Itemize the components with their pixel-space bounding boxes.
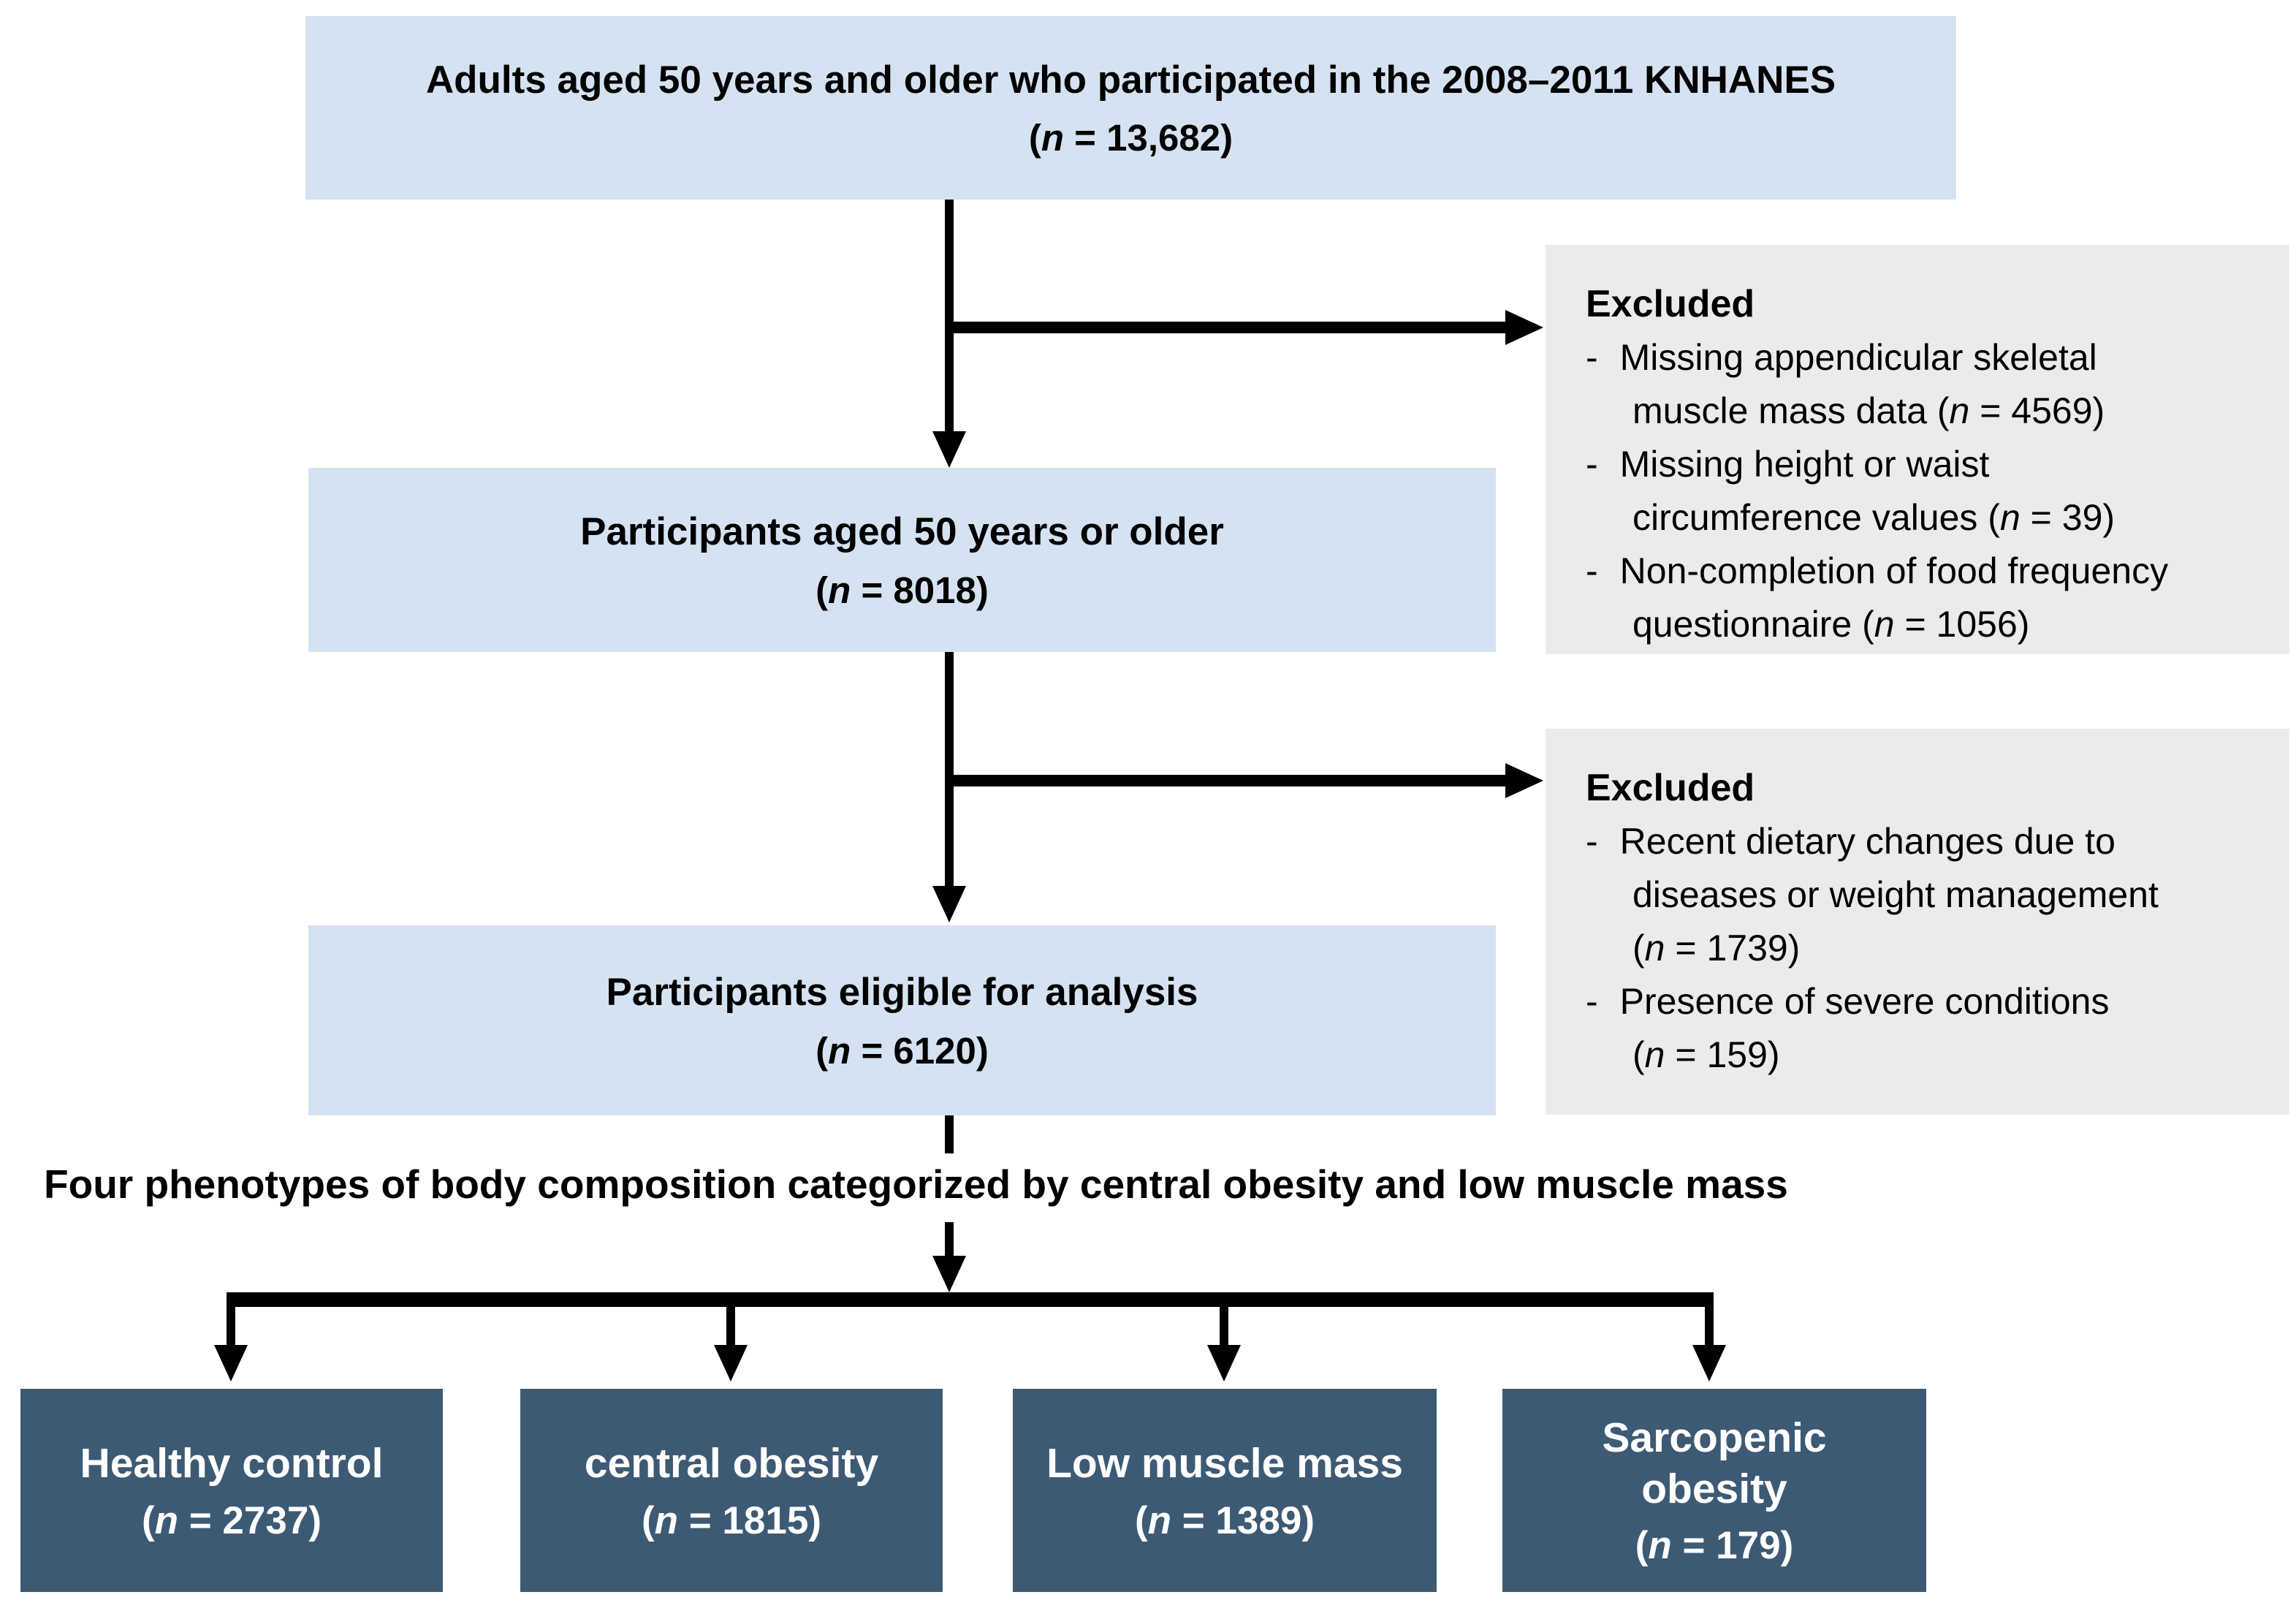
phenotype-n-count: (n = 179) bbox=[1635, 1524, 1794, 1568]
phenotype-box-low-muscle-mass: Low muscle mass (n = 1389) bbox=[1013, 1389, 1437, 1592]
arrowhead-right-icon bbox=[1505, 310, 1543, 345]
arrowhead-down-icon bbox=[214, 1345, 248, 1381]
phenotype-section-label: Four phenotypes of body composition cate… bbox=[44, 1161, 1788, 1207]
cohort-n-count: (n = 8018) bbox=[816, 569, 989, 611]
phenotype-name: Low muscle mass bbox=[1046, 1440, 1403, 1487]
connector-line bbox=[949, 322, 1507, 333]
arrowhead-down-icon bbox=[1692, 1345, 1726, 1381]
excluded-box-2: Excluded Recent dietary changes due todi… bbox=[1546, 729, 2289, 1115]
connector-line bbox=[945, 1222, 954, 1259]
connector-line bbox=[726, 1307, 735, 1347]
arrowhead-down-icon bbox=[932, 1256, 966, 1292]
connector-bar bbox=[227, 1292, 1714, 1307]
cohort-n-count: (n = 13,682) bbox=[1028, 117, 1233, 159]
phenotype-box-central-obesity: central obesity (n = 1815) bbox=[520, 1389, 943, 1592]
phenotype-box-healthy-control: Healthy control (n = 2737) bbox=[20, 1389, 443, 1592]
phenotype-n-count: (n = 1815) bbox=[642, 1498, 821, 1542]
excluded-heading: Excluded bbox=[1586, 767, 1755, 809]
cohort-box-eligible-for-analysis: Participants eligible for analysis (n = … bbox=[308, 925, 1496, 1115]
excluded-item: Presence of severe conditions(n = 159) bbox=[1586, 975, 2268, 1082]
cohort-title: Participants eligible for analysis bbox=[606, 971, 1198, 1015]
arrowhead-down-icon bbox=[714, 1345, 748, 1381]
connector-line bbox=[1220, 1307, 1228, 1347]
excluded-item: Non-completion of food frequencyquestion… bbox=[1586, 545, 2268, 651]
arrowhead-down-icon bbox=[932, 431, 966, 468]
connector-line bbox=[945, 1115, 954, 1153]
phenotype-n-count: (n = 1389) bbox=[1135, 1498, 1315, 1542]
arrowhead-down-icon bbox=[1207, 1345, 1241, 1381]
excluded-box-1: Excluded Missing appendicular skeletalmu… bbox=[1546, 245, 2289, 654]
cohort-box-initial-population: Adults aged 50 years and older who parti… bbox=[305, 16, 1956, 200]
connector-line bbox=[1705, 1307, 1714, 1347]
connector-line bbox=[945, 652, 954, 887]
phenotype-name: central obesity bbox=[584, 1440, 879, 1487]
cohort-title: Participants aged 50 years or older bbox=[580, 510, 1224, 554]
excluded-heading: Excluded bbox=[1586, 283, 1755, 325]
arrowhead-down-icon bbox=[932, 886, 966, 922]
cohort-box-aged-50-or-older: Participants aged 50 years or older (n =… bbox=[308, 468, 1496, 652]
connector-line bbox=[945, 200, 954, 435]
cohort-title: Adults aged 50 years and older who parti… bbox=[425, 58, 1836, 102]
connector-line bbox=[949, 775, 1507, 786]
phenotype-name: Healthy control bbox=[80, 1440, 384, 1487]
phenotype-n-count: (n = 2737) bbox=[142, 1498, 322, 1542]
connector-line bbox=[227, 1307, 235, 1347]
cohort-n-count: (n = 6120) bbox=[816, 1029, 989, 1072]
arrowhead-right-icon bbox=[1505, 763, 1543, 798]
